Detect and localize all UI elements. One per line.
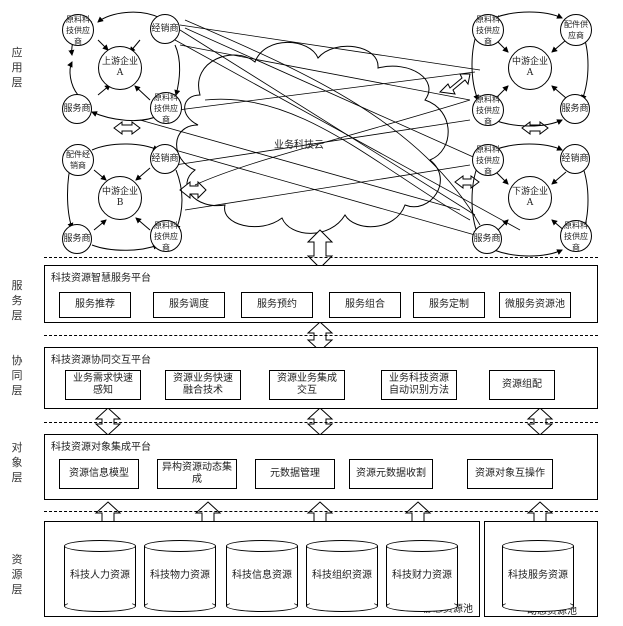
collab-platform-panel: 科技资源协同交互平台 业务需求快速感知 资源业务快速融合技术 资源业务集成交互 …: [44, 347, 598, 409]
layer-label-resource: 资源层: [11, 553, 23, 596]
object-item-metadata-mgmt: 元数据管理: [255, 459, 335, 489]
layer-label-app: 应用层: [11, 46, 23, 89]
resource-info: 科技信息资源: [226, 540, 298, 612]
object-item-metadata-harvest: 资源元数据收割: [349, 459, 433, 489]
node-tl-ne: 经销商: [150, 14, 180, 44]
object-platform-panel: 科技资源对象集成平台 资源信息模型 异构资源动态集成 元数据管理 资源元数据收割…: [44, 434, 598, 500]
resource-finance-label: 科技财力资源: [392, 570, 452, 581]
node-tl-center: 上游企业A: [98, 46, 142, 90]
node-bl-sw: 服务商: [62, 224, 92, 254]
node-br-sw: 服务商: [472, 224, 502, 254]
resource-finance: 科技财力资源: [386, 540, 458, 612]
resource-service: 科技服务资源: [502, 540, 574, 612]
node-br-nw: 原料科技供应商: [472, 144, 504, 176]
node-tl-nw: 原料科技供应商: [62, 14, 94, 46]
node-tr-center: 中游企业A: [508, 46, 552, 90]
node-tr-se: 服务商: [560, 94, 590, 124]
object-item-interop: 资源对象互操作: [467, 459, 553, 489]
node-tr-ne: 配件供应商: [560, 14, 592, 46]
service-item-reserve: 服务预约: [241, 292, 313, 318]
separator-collab-object: [44, 422, 598, 423]
object-platform-title: 科技资源对象集成平台: [51, 442, 151, 453]
node-bl-nw: 配件经销商: [62, 144, 94, 176]
separator-object-resource: [44, 511, 598, 512]
resource-human: 科技人力资源: [64, 540, 136, 612]
service-item-micro-pool: 微服务资源池: [499, 292, 571, 318]
resource-org: 科技组织资源: [306, 540, 378, 612]
service-item-schedule: 服务调度: [153, 292, 225, 318]
node-bl-center: 中游企业B: [98, 176, 142, 220]
collab-item-assembly: 资源组配: [489, 370, 555, 400]
service-item-compose: 服务组合: [329, 292, 401, 318]
node-tr-sw: 原料科技供应商: [472, 94, 504, 126]
collab-item-integration: 资源业务集成交互: [269, 370, 345, 400]
collab-platform-title: 科技资源协同交互平台: [51, 355, 151, 366]
object-item-heterogeneous: 异构资源动态集成: [157, 459, 237, 489]
service-item-recommend: 服务推荐: [59, 292, 131, 318]
resource-service-label: 科技服务资源: [508, 570, 568, 581]
separator-app-service: [44, 257, 598, 258]
resource-org-label: 科技组织资源: [312, 570, 372, 581]
node-bl-se: 原料科技供应商: [150, 220, 182, 252]
resource-info-label: 科技信息资源: [232, 570, 292, 581]
node-tl-sw: 服务商: [62, 94, 92, 124]
collab-item-recognition: 业务科技资源自动识别方法: [381, 370, 457, 400]
service-platform-panel: 科技资源智慧服务平台 服务推荐 服务调度 服务预约 服务组合 服务定制 微服务资…: [44, 265, 598, 323]
object-item-info-model: 资源信息模型: [59, 459, 139, 489]
node-tr-nw: 原料科技供应商: [472, 14, 504, 46]
separator-service-collab: [44, 335, 598, 336]
node-tl-se: 原料科技供应商: [150, 92, 182, 124]
node-br-center: 下游企业A: [508, 176, 552, 220]
node-br-ne: 经销商: [560, 144, 590, 174]
node-bl-ne: 经销商: [150, 144, 180, 174]
resource-human-label: 科技人力资源: [70, 570, 130, 581]
service-item-customize: 服务定制: [413, 292, 485, 318]
resource-material-label: 科技物力资源: [150, 570, 210, 581]
layer-label-service: 服务层: [11, 279, 23, 322]
cloud-label: 业务科技云: [274, 140, 324, 151]
layer-label-object: 对象层: [11, 441, 23, 484]
collab-item-fusion: 资源业务快速融合技术: [165, 370, 241, 400]
resource-material: 科技物力资源: [144, 540, 216, 612]
node-br-se: 原料科技供应商: [560, 220, 592, 252]
layer-label-collab: 协同层: [11, 354, 23, 397]
service-platform-title: 科技资源智慧服务平台: [51, 273, 151, 284]
collab-item-demand: 业务需求快速感知: [65, 370, 141, 400]
